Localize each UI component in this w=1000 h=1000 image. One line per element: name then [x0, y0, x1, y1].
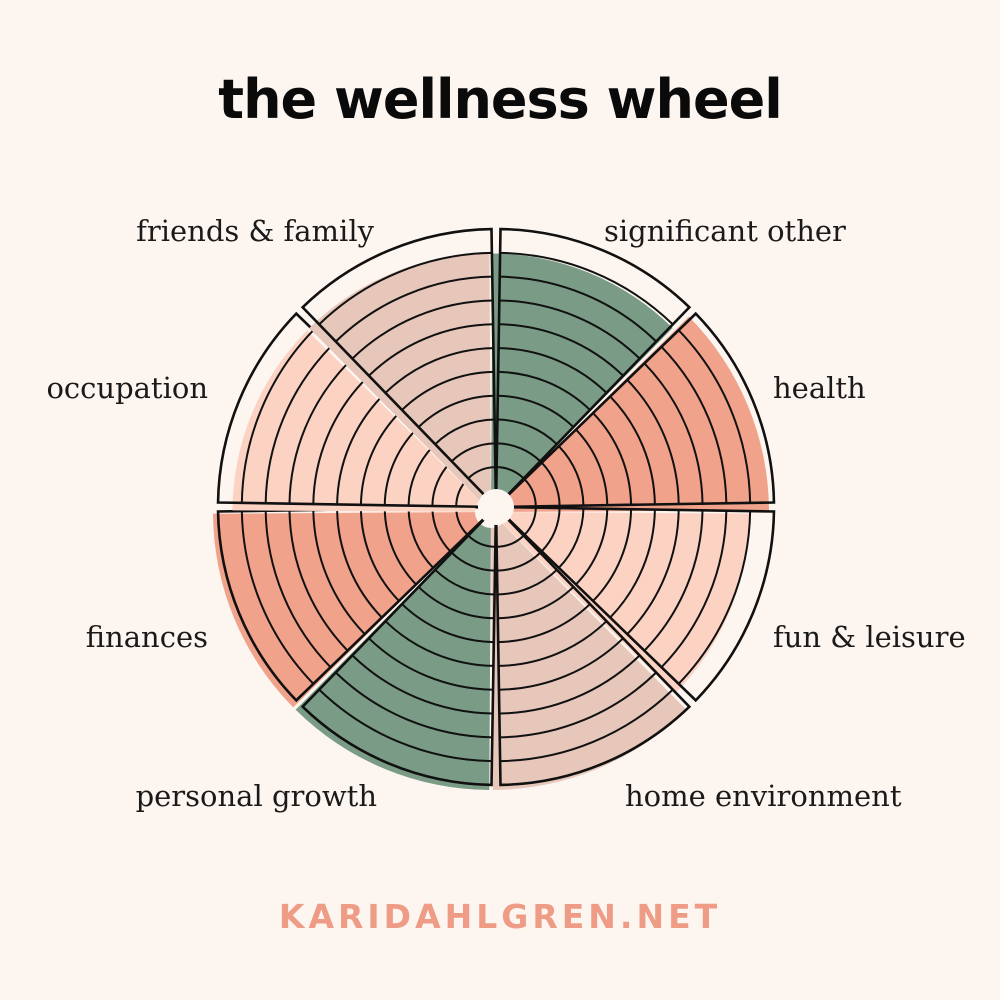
label-fun-leisure: fun & leisure — [773, 620, 966, 654]
ring-arc — [240, 511, 315, 685]
ring-arc — [498, 323, 624, 377]
ring-arc — [336, 395, 383, 505]
ring-arc — [498, 370, 591, 411]
segment-fill — [502, 512, 750, 694]
ring-arc — [609, 509, 656, 619]
ring-arc — [359, 509, 400, 602]
site-url: KARIDAHLGREN.NET — [278, 897, 722, 936]
ring-arc — [401, 603, 494, 644]
ring-arc — [264, 510, 332, 668]
ring-arc — [417, 394, 495, 428]
ring-arc — [500, 688, 674, 763]
ring-arc — [499, 275, 657, 343]
ring-arc — [523, 507, 537, 536]
ring-arc — [497, 418, 558, 445]
ring-arc — [359, 412, 400, 505]
ring-arc — [558, 508, 585, 569]
ring-arc — [434, 418, 495, 445]
ring-arc — [643, 362, 704, 504]
ring-arc — [336, 509, 383, 619]
ring-arc — [498, 620, 608, 667]
ring-arc — [467, 534, 496, 548]
label-health: health — [773, 371, 866, 405]
ring-arc — [240, 329, 315, 503]
ring-arc — [335, 671, 493, 739]
ring-arc — [643, 510, 704, 652]
ring-arc — [368, 637, 494, 691]
ring-arc — [368, 323, 494, 377]
ring-arc — [497, 552, 541, 572]
segment-fill — [295, 523, 491, 790]
ring-arc — [383, 508, 417, 586]
ring-arc — [497, 569, 558, 596]
ring-arc — [431, 508, 451, 552]
ring-arc — [499, 671, 657, 739]
ring-arc — [401, 370, 494, 411]
ring-arc — [351, 654, 493, 715]
ring-arc — [498, 603, 591, 644]
segment-fill — [491, 523, 687, 790]
ring-arc — [500, 251, 674, 326]
ring-arc — [384, 347, 494, 394]
ring-arc — [677, 511, 752, 685]
ring-arc — [498, 347, 608, 394]
ring-arc — [383, 428, 417, 506]
ring-arc — [264, 346, 332, 504]
ring-arc — [677, 329, 752, 503]
ring-arc — [497, 442, 541, 462]
ring-arc — [498, 637, 624, 691]
page-title: the wellness wheel — [218, 68, 782, 131]
ring-arc — [451, 552, 495, 572]
ring-arc — [558, 445, 585, 506]
label-friends-family: friends & family — [136, 214, 374, 248]
ring-arc — [523, 478, 537, 507]
segment-personal-growth[interactable] — [295, 516, 498, 790]
ring-arc — [318, 688, 492, 763]
ring-arc — [351, 299, 493, 360]
ring-arc — [312, 379, 366, 505]
label-occupation: occupation — [46, 371, 208, 405]
ring-arc — [288, 510, 349, 652]
ring-arc — [384, 620, 494, 667]
ring-arc — [288, 362, 349, 504]
ring-arc — [499, 299, 641, 360]
ring-arc — [626, 509, 680, 635]
ring-arc — [660, 346, 728, 504]
ring-arc — [575, 428, 609, 506]
ring-arc — [541, 508, 561, 552]
ring-arc — [660, 510, 728, 668]
label-finances: finances — [86, 620, 208, 654]
ring-arc — [497, 394, 575, 428]
segment-fun-leisure[interactable] — [502, 505, 776, 703]
ring-arc — [407, 445, 434, 506]
ring-arc — [496, 534, 525, 548]
ring-arc — [592, 509, 633, 602]
label-personal-growth: personal growth — [136, 779, 377, 813]
ring-arc — [541, 462, 561, 506]
ring-arc — [407, 508, 434, 569]
ring-arc — [497, 586, 575, 620]
ring-arc — [312, 509, 366, 635]
ring-arc — [499, 654, 641, 715]
ring-arc — [318, 251, 492, 326]
ring-arc — [417, 586, 495, 620]
segment-fill — [213, 512, 480, 708]
segment-fill — [309, 253, 491, 501]
ring-arc — [467, 466, 496, 480]
ring-arc — [575, 508, 609, 586]
label-home-environment: home environment — [625, 779, 902, 813]
ring-arc — [592, 412, 633, 505]
wheel-hub — [478, 489, 514, 525]
ring-arc — [626, 379, 680, 505]
ring-arc — [451, 442, 495, 462]
ring-arc — [434, 569, 495, 596]
label-significant-other: significant other — [604, 214, 846, 248]
segment-fill — [502, 316, 769, 512]
ring-arc — [335, 275, 493, 343]
ring-arc — [609, 395, 656, 505]
segment-significant-other[interactable] — [491, 227, 692, 501]
segment-fill — [491, 253, 673, 501]
ring-arc — [496, 466, 525, 480]
